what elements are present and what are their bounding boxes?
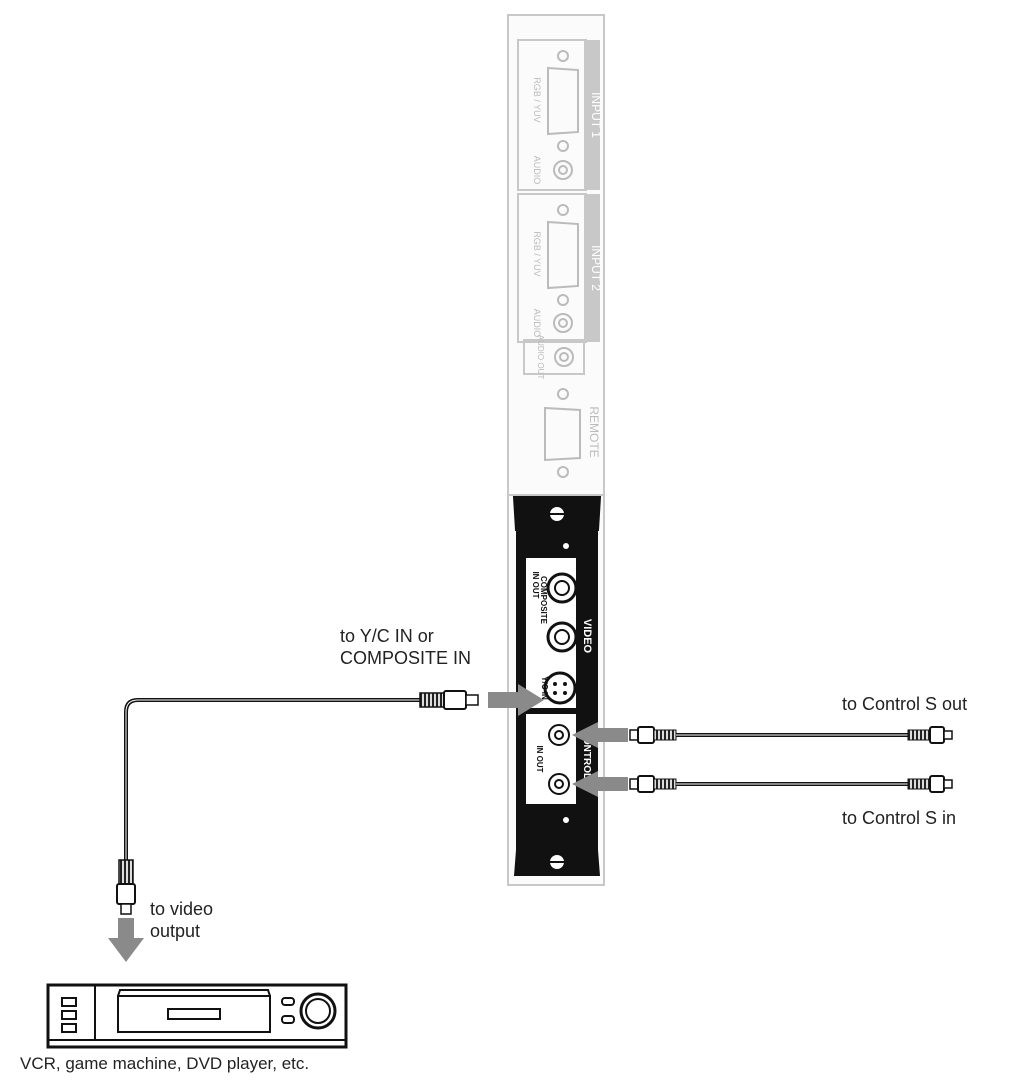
composite-out-connector-icon	[546, 621, 578, 653]
remote-connector-icon	[544, 406, 581, 462]
arrow-to-yc-in	[488, 684, 544, 716]
audio-jack-icon	[553, 160, 573, 180]
video-output-label-line2: output	[150, 921, 201, 941]
video-label: VIDEO	[581, 619, 593, 654]
rca-plug-icon	[929, 775, 945, 793]
audio-jack-icon	[554, 347, 574, 367]
remote-label: REMOTE	[587, 406, 601, 457]
video-cable	[116, 690, 479, 915]
screw-icon	[557, 388, 569, 400]
control-s-in-jack-icon	[548, 724, 570, 746]
control-s-in-cable	[572, 771, 953, 797]
rgb-yuv-connector-icon	[547, 66, 579, 136]
yc-in-label-line2: COMPOSITE IN	[340, 648, 472, 668]
audio-out-label: AUDIO OUT	[536, 335, 545, 380]
s-video-plug-icon	[419, 692, 445, 708]
video-control-board: VIDEO IN OUT COMPOSITE Y/C IN CONTROL S …	[512, 496, 602, 876]
control-s-out-label: to Control S out	[842, 694, 968, 714]
input1-audio-label: AUDIO	[532, 156, 542, 185]
control-in-out-label: IN OUT	[535, 745, 544, 772]
screw-icon	[563, 817, 569, 823]
screw-icon	[557, 50, 569, 62]
input2-audio-label: AUDIO	[532, 309, 542, 338]
screw-icon	[563, 543, 569, 549]
input1-connector-label: RGB / YUV	[532, 77, 542, 122]
screw-icon	[557, 140, 569, 152]
rca-plug-icon	[629, 778, 639, 790]
video-in-out-label: IN OUT	[531, 571, 540, 598]
screw-icon	[557, 466, 569, 478]
video-output-label-line1: to video	[150, 899, 214, 919]
remote-section: REMOTE	[544, 388, 601, 478]
rgb-yuv-connector-icon	[547, 220, 579, 290]
input1-label: INPUT 1	[589, 92, 603, 138]
control-s-in-label: to Control S in	[842, 808, 957, 828]
control-s-label: CONTROL S	[581, 730, 592, 789]
arrow-to-device	[108, 918, 144, 962]
input2-connector-label: RGB / YUV	[532, 231, 542, 276]
rca-plug-icon	[929, 726, 945, 744]
screw-icon	[557, 204, 569, 216]
input1-section: INPUT 1 RGB / YUV AUDIO	[517, 39, 603, 191]
input2-label: INPUT 2	[589, 245, 603, 291]
device-caption: VCR, game machine, DVD player, etc.	[20, 1054, 310, 1073]
rca-plug-icon	[629, 729, 639, 741]
s-video-plug-icon	[118, 859, 134, 885]
vcr-device-icon	[46, 983, 348, 1049]
audio-jack-icon	[553, 313, 573, 333]
control-s-out-jack-icon	[548, 773, 570, 795]
screw-icon	[557, 294, 569, 306]
composite-in-connector-icon	[546, 572, 578, 604]
audio-out-section: AUDIO OUT	[523, 335, 585, 380]
yc-in-label: Y/C IN	[540, 676, 549, 700]
control-s-out-cable	[572, 722, 953, 748]
input2-section: INPUT 2 RGB / YUV AUDIO	[517, 193, 603, 343]
yc-in-connector-icon	[543, 671, 577, 705]
composite-label: COMPOSITE	[539, 576, 548, 625]
yc-in-label-line1: to Y/C IN or	[340, 626, 434, 646]
